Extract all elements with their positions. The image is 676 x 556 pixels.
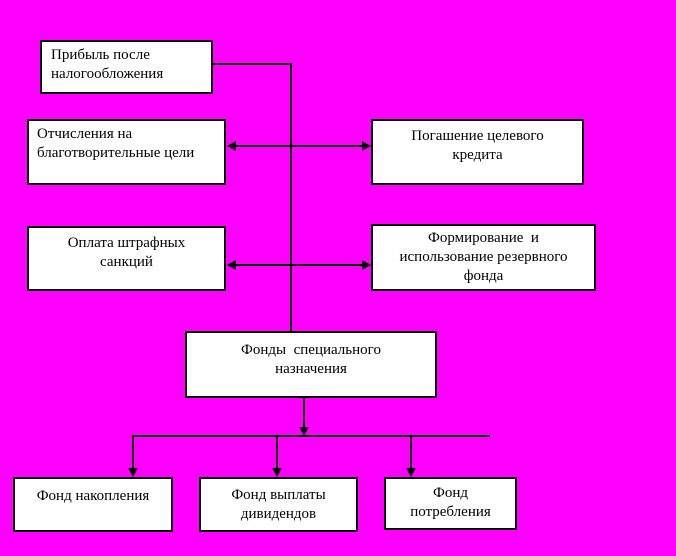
arrowhead-down-consumption-icon <box>406 468 416 477</box>
node-reserve-fund: Формирование и использование резервного … <box>371 224 596 291</box>
arrowhead-left-penalty-icon <box>227 260 236 270</box>
arrowhead-right-loan-icon <box>362 141 371 151</box>
arrowhead-down-accumulation-icon <box>128 468 138 477</box>
node-special-purpose-funds: Фонды специального назначения <box>185 331 437 398</box>
main-vertical-line <box>290 63 292 333</box>
node-profit-after-tax: Прибыль после налогообложения <box>40 40 213 94</box>
connector-profit-to-main-line <box>213 63 292 65</box>
node-penalty-payments: Оплата штрафных санкций <box>27 226 226 291</box>
bidirectional-line-charity-loan <box>229 145 367 147</box>
node-loan-repayment: Погашение целевого кредита <box>371 119 584 185</box>
node-charity-deductions: Отчисления на благотворительные цели <box>27 119 226 185</box>
distribution-horizontal-line <box>132 435 490 437</box>
node-consumption-fund: Фонд потребления <box>384 477 517 530</box>
connector-to-accumulation-fund <box>132 437 134 468</box>
connector-to-consumption-fund <box>410 437 412 468</box>
bidirectional-line-penalty-reserve <box>229 264 367 266</box>
connector-to-dividend-fund <box>276 437 278 468</box>
connector-special-funds-down <box>303 398 305 428</box>
arrowhead-down-dividend-icon <box>272 468 282 477</box>
arrowhead-left-charity-icon <box>227 141 236 151</box>
node-accumulation-fund: Фонд накопления <box>13 477 173 532</box>
arrowhead-right-reserve-icon <box>362 260 371 270</box>
node-dividend-payment-fund: Фонд выплаты дивидендов <box>199 477 358 532</box>
arrowhead-down-distribution-icon <box>299 427 309 436</box>
